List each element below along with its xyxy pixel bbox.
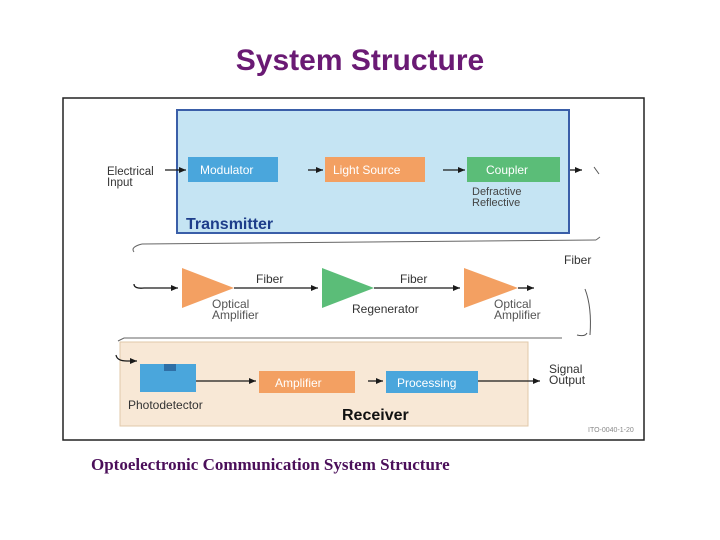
optical-amplifier-1-line-1: Optical xyxy=(212,297,249,311)
fiber-top-curve xyxy=(132,243,143,253)
light-source-box xyxy=(325,157,425,182)
figure-caption: Optoelectronic Communication System Stru… xyxy=(91,455,450,474)
signal-output-line-1: Signal xyxy=(549,362,582,376)
slide-title: System Structure xyxy=(235,44,485,77)
light-source-label: Light Source xyxy=(333,163,401,177)
photodetector-label: Photodetector xyxy=(128,398,203,412)
fiber-left-return xyxy=(117,337,562,342)
electrical-input-line-2: Input xyxy=(107,177,133,189)
amplifier-box xyxy=(259,371,355,393)
figure-id: ITO-0040-1-20 xyxy=(588,427,634,434)
optical-amplifier-1-line-2: Amplifier xyxy=(212,308,259,322)
modulator-label: Modulator xyxy=(200,163,253,177)
coupler-type-reflective: Reflective xyxy=(472,197,520,209)
coupler-type-defractive: Defractive xyxy=(472,186,522,198)
coupler-box xyxy=(467,157,560,182)
optical-amplifier-2-icon xyxy=(464,268,518,308)
regenerator-icon xyxy=(322,268,374,308)
coupler-label: Coupler xyxy=(486,163,528,177)
processing-label: Processing xyxy=(397,376,456,390)
arrow-into-receiver xyxy=(115,354,137,364)
amplifier-label: Amplifier xyxy=(275,376,322,390)
optical-amplifier-2-line-2: Amplifier xyxy=(494,308,541,322)
fiber-label-2: Fiber xyxy=(400,272,427,286)
photodetector-notch xyxy=(164,364,176,371)
system-diagram: Modulator Light Source Coupler Defractiv… xyxy=(62,97,645,441)
tick-mark xyxy=(593,166,600,175)
optical-amplifier-1-icon xyxy=(182,268,234,308)
arrow-into-amplifier-1 xyxy=(133,283,178,291)
regenerator-label: Regenerator xyxy=(352,302,419,316)
receiver-label: Receiver xyxy=(342,407,409,424)
electrical-input-line-1: Electrical xyxy=(107,166,154,178)
fiber-return-bottom xyxy=(576,332,588,337)
optical-amplifier-2-line-1: Optical xyxy=(494,297,531,311)
fiber-label-1: Fiber xyxy=(256,272,283,286)
transmitter-label: Transmitter xyxy=(186,216,273,233)
modulator-box xyxy=(188,157,278,182)
signal-output-line-2: Output xyxy=(549,373,586,387)
fiber-tick-right xyxy=(595,236,601,241)
fiber-label-right: Fiber xyxy=(564,253,591,267)
processing-box xyxy=(386,371,478,393)
fiber-right-bracket xyxy=(584,288,591,336)
fiber-top-line xyxy=(141,239,597,245)
